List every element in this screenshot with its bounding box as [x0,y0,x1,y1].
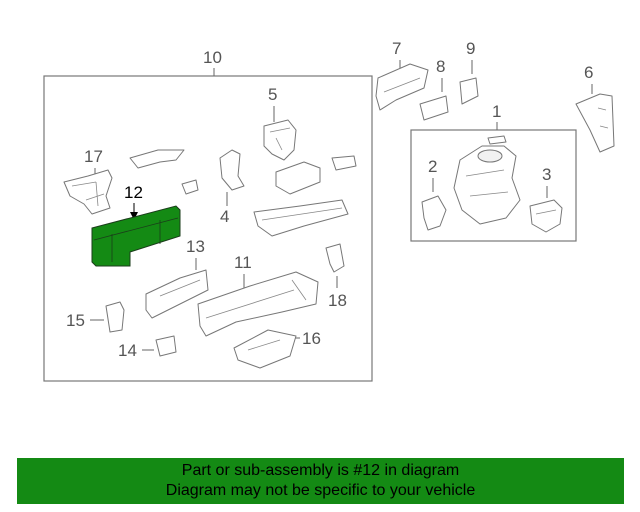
callout-17[interactable]: 17 [84,147,103,166]
info-banner: Part or sub-assembly is #12 in diagram D… [17,458,624,504]
callout-7[interactable]: 7 [392,39,401,58]
part-12-highlighted[interactable] [91,205,181,267]
callout-1[interactable]: 1 [492,102,501,121]
part-16[interactable] [233,329,297,369]
part-channel-upper[interactable] [275,155,357,195]
part-channel-lower[interactable] [253,199,349,237]
banner-line-1: Part or sub-assembly is #12 in diagram [181,462,460,479]
part-14[interactable] [155,335,177,357]
callout-12[interactable]: 12 [124,183,143,202]
part-bracket-small[interactable] [129,149,199,195]
callout-4[interactable]: 4 [220,207,229,226]
part-17[interactable] [63,169,113,215]
part-18[interactable] [325,243,345,273]
callout-14[interactable]: 14 [118,341,137,360]
assembly-box-10 [43,75,373,382]
callout-10[interactable]: 10 [203,48,222,67]
callout-18[interactable]: 18 [328,291,347,310]
part-1-assembly[interactable] [453,135,521,225]
callout-11[interactable]: 11 [234,253,252,272]
callout-2[interactable]: 2 [428,157,437,176]
part-8[interactable] [419,95,449,121]
callout-8[interactable]: 8 [436,57,445,76]
callout-5[interactable]: 5 [268,85,277,104]
part-15[interactable] [105,301,125,333]
part-9[interactable] [459,77,479,105]
callout-16[interactable]: 16 [302,329,321,348]
part-4[interactable] [219,149,245,191]
assembly-box-1 [410,129,577,242]
callout-15[interactable]: 15 [66,311,85,330]
part-6[interactable] [575,93,615,153]
callout-13[interactable]: 13 [186,237,205,256]
part-11[interactable] [197,271,319,337]
part-13[interactable] [145,269,209,319]
part-2[interactable] [421,195,447,231]
callout-3[interactable]: 3 [542,165,551,184]
part-7[interactable] [375,63,429,111]
part-3[interactable] [529,199,563,233]
part-5[interactable] [263,119,297,161]
banner-line-2: Diagram may not be specific to your vehi… [165,482,476,499]
callout-9[interactable]: 9 [466,39,475,58]
parts-diagram: 10 17 12 5 4 13 [43,39,615,382]
callout-6[interactable]: 6 [584,63,593,82]
